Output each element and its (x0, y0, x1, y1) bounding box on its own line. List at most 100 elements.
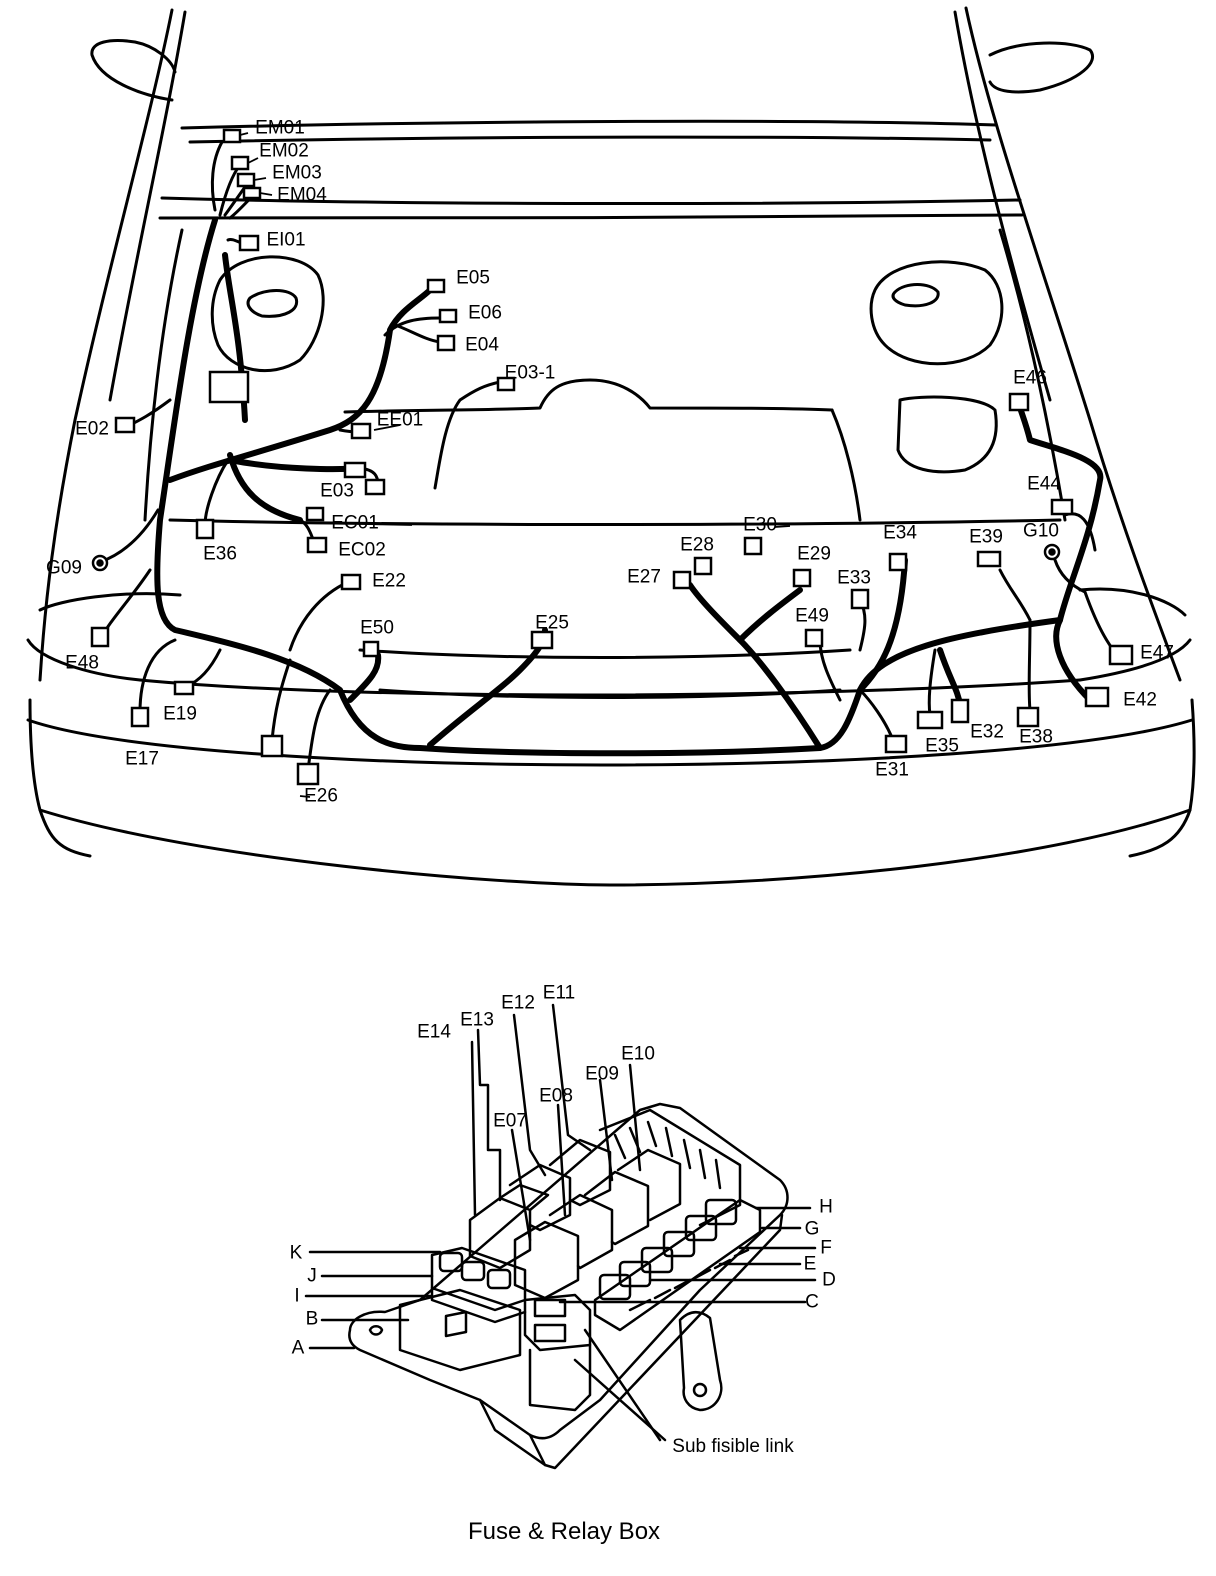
label-ec02: EC02 (338, 539, 386, 561)
label-e36: E36 (203, 543, 237, 565)
label-e06: E06 (468, 302, 502, 324)
connector-e22 (340, 573, 362, 591)
label-em02: EM02 (259, 140, 309, 162)
connector-e05 (426, 278, 446, 294)
label-e28: E28 (680, 534, 714, 556)
connector-em03 (236, 172, 256, 188)
label-e02: E02 (75, 418, 109, 440)
label-e22: E22 (372, 570, 406, 592)
connector-ec01 (305, 506, 325, 522)
label-c: C (805, 1291, 819, 1313)
connector-e26b (296, 762, 320, 786)
label-e07: E07 (493, 1110, 527, 1132)
connector-ec02 (306, 536, 328, 554)
label-e38: E38 (1019, 726, 1053, 748)
connector-e32 (950, 698, 970, 724)
label-em04: EM04 (277, 184, 327, 206)
connector-e06 (438, 308, 458, 324)
diagram-caption: Fuse & Relay Box (467, 1518, 661, 1545)
label-e14: E14 (417, 1021, 451, 1043)
label-g09: G09 (46, 557, 82, 579)
connector-em04 (242, 186, 262, 200)
label-e33: E33 (837, 567, 871, 589)
label-e49: E49 (795, 605, 829, 627)
connector-e27 (672, 570, 692, 590)
label-ec01: EC01 (331, 512, 379, 534)
connector-e42 (1084, 686, 1110, 708)
connector-e19 (173, 680, 195, 696)
label-b: B (305, 1308, 319, 1330)
label-i: I (294, 1285, 300, 1307)
ground-points (91, 543, 1061, 572)
label-e25: E25 (535, 612, 569, 634)
connector-e36 (195, 518, 215, 540)
connector-e38 (1016, 706, 1040, 728)
label-e10: E10 (621, 1043, 655, 1065)
label-e44: E44 (1027, 473, 1061, 495)
fuse-relay-box (304, 1003, 817, 1470)
label-e29: E29 (797, 543, 831, 565)
label-a: A (291, 1337, 305, 1359)
connector-e48 (90, 626, 110, 648)
label-e47: E47 (1140, 642, 1174, 664)
connector-e04 (436, 334, 456, 352)
connector-ei01 (238, 234, 260, 252)
label-e48: E48 (65, 652, 99, 674)
label-g10: G10 (1023, 520, 1059, 542)
label-e11: E11 (542, 982, 576, 1004)
label-e27: E27 (627, 566, 661, 588)
label-e03-1: E03-1 (504, 362, 556, 384)
connector-e26a (260, 734, 284, 758)
label-e04: E04 (465, 334, 499, 356)
connector-e31 (884, 734, 908, 754)
label-e08: E08 (539, 1085, 573, 1107)
label-e19: E19 (163, 703, 197, 725)
connector-e03-a (343, 461, 367, 479)
leader-lines (239, 132, 791, 798)
label-k: K (289, 1242, 303, 1264)
connector-e28 (693, 556, 713, 576)
label-e42: E42 (1123, 689, 1157, 711)
label-e05: E05 (456, 267, 490, 289)
label-e30: E30 (743, 514, 777, 536)
connector-e39 (976, 550, 1002, 568)
connector-e49 (804, 628, 824, 648)
connector-e34 (888, 552, 908, 572)
label-f: F (820, 1237, 832, 1259)
label-e46: E46 (1013, 367, 1047, 389)
connector-em01 (222, 128, 242, 144)
label-g: G (804, 1218, 820, 1240)
connector-relay-block (208, 370, 250, 404)
connector-e03-b (364, 478, 386, 496)
label-e39: E39 (969, 526, 1003, 548)
label-ei01: EI01 (266, 229, 306, 251)
connectors (90, 128, 1134, 786)
connector-e33 (850, 588, 870, 610)
label-e35: E35 (925, 735, 959, 757)
connector-e30 (743, 536, 763, 556)
car-body-outline (26, 6, 1196, 887)
connector-em02 (230, 155, 250, 171)
connector-e02 (114, 416, 136, 434)
sub-fusible-link-label: Sub fisible link (672, 1436, 794, 1457)
label-e09: E09 (585, 1063, 619, 1085)
label-e03: E03 (320, 480, 354, 502)
connector-e25 (530, 630, 554, 650)
connector-e50 (362, 640, 380, 658)
label-em03: EM03 (272, 162, 322, 184)
connector-e46 (1008, 392, 1030, 412)
label-e50: E50 (360, 617, 394, 639)
connector-e35 (916, 710, 944, 730)
connector-e29 (792, 568, 812, 588)
connector-e03-1 (496, 376, 516, 392)
label-e34: E34 (883, 522, 917, 544)
label-em01: EM01 (255, 117, 305, 139)
connector-e44 (1050, 498, 1074, 516)
label-ee01: EE01 (376, 409, 424, 431)
label-d: D (822, 1269, 836, 1291)
label-e13: E13 (460, 1009, 494, 1031)
label-e: E (803, 1253, 817, 1275)
ground-g10-inner (1048, 548, 1056, 556)
connector-ee01 (350, 422, 372, 440)
